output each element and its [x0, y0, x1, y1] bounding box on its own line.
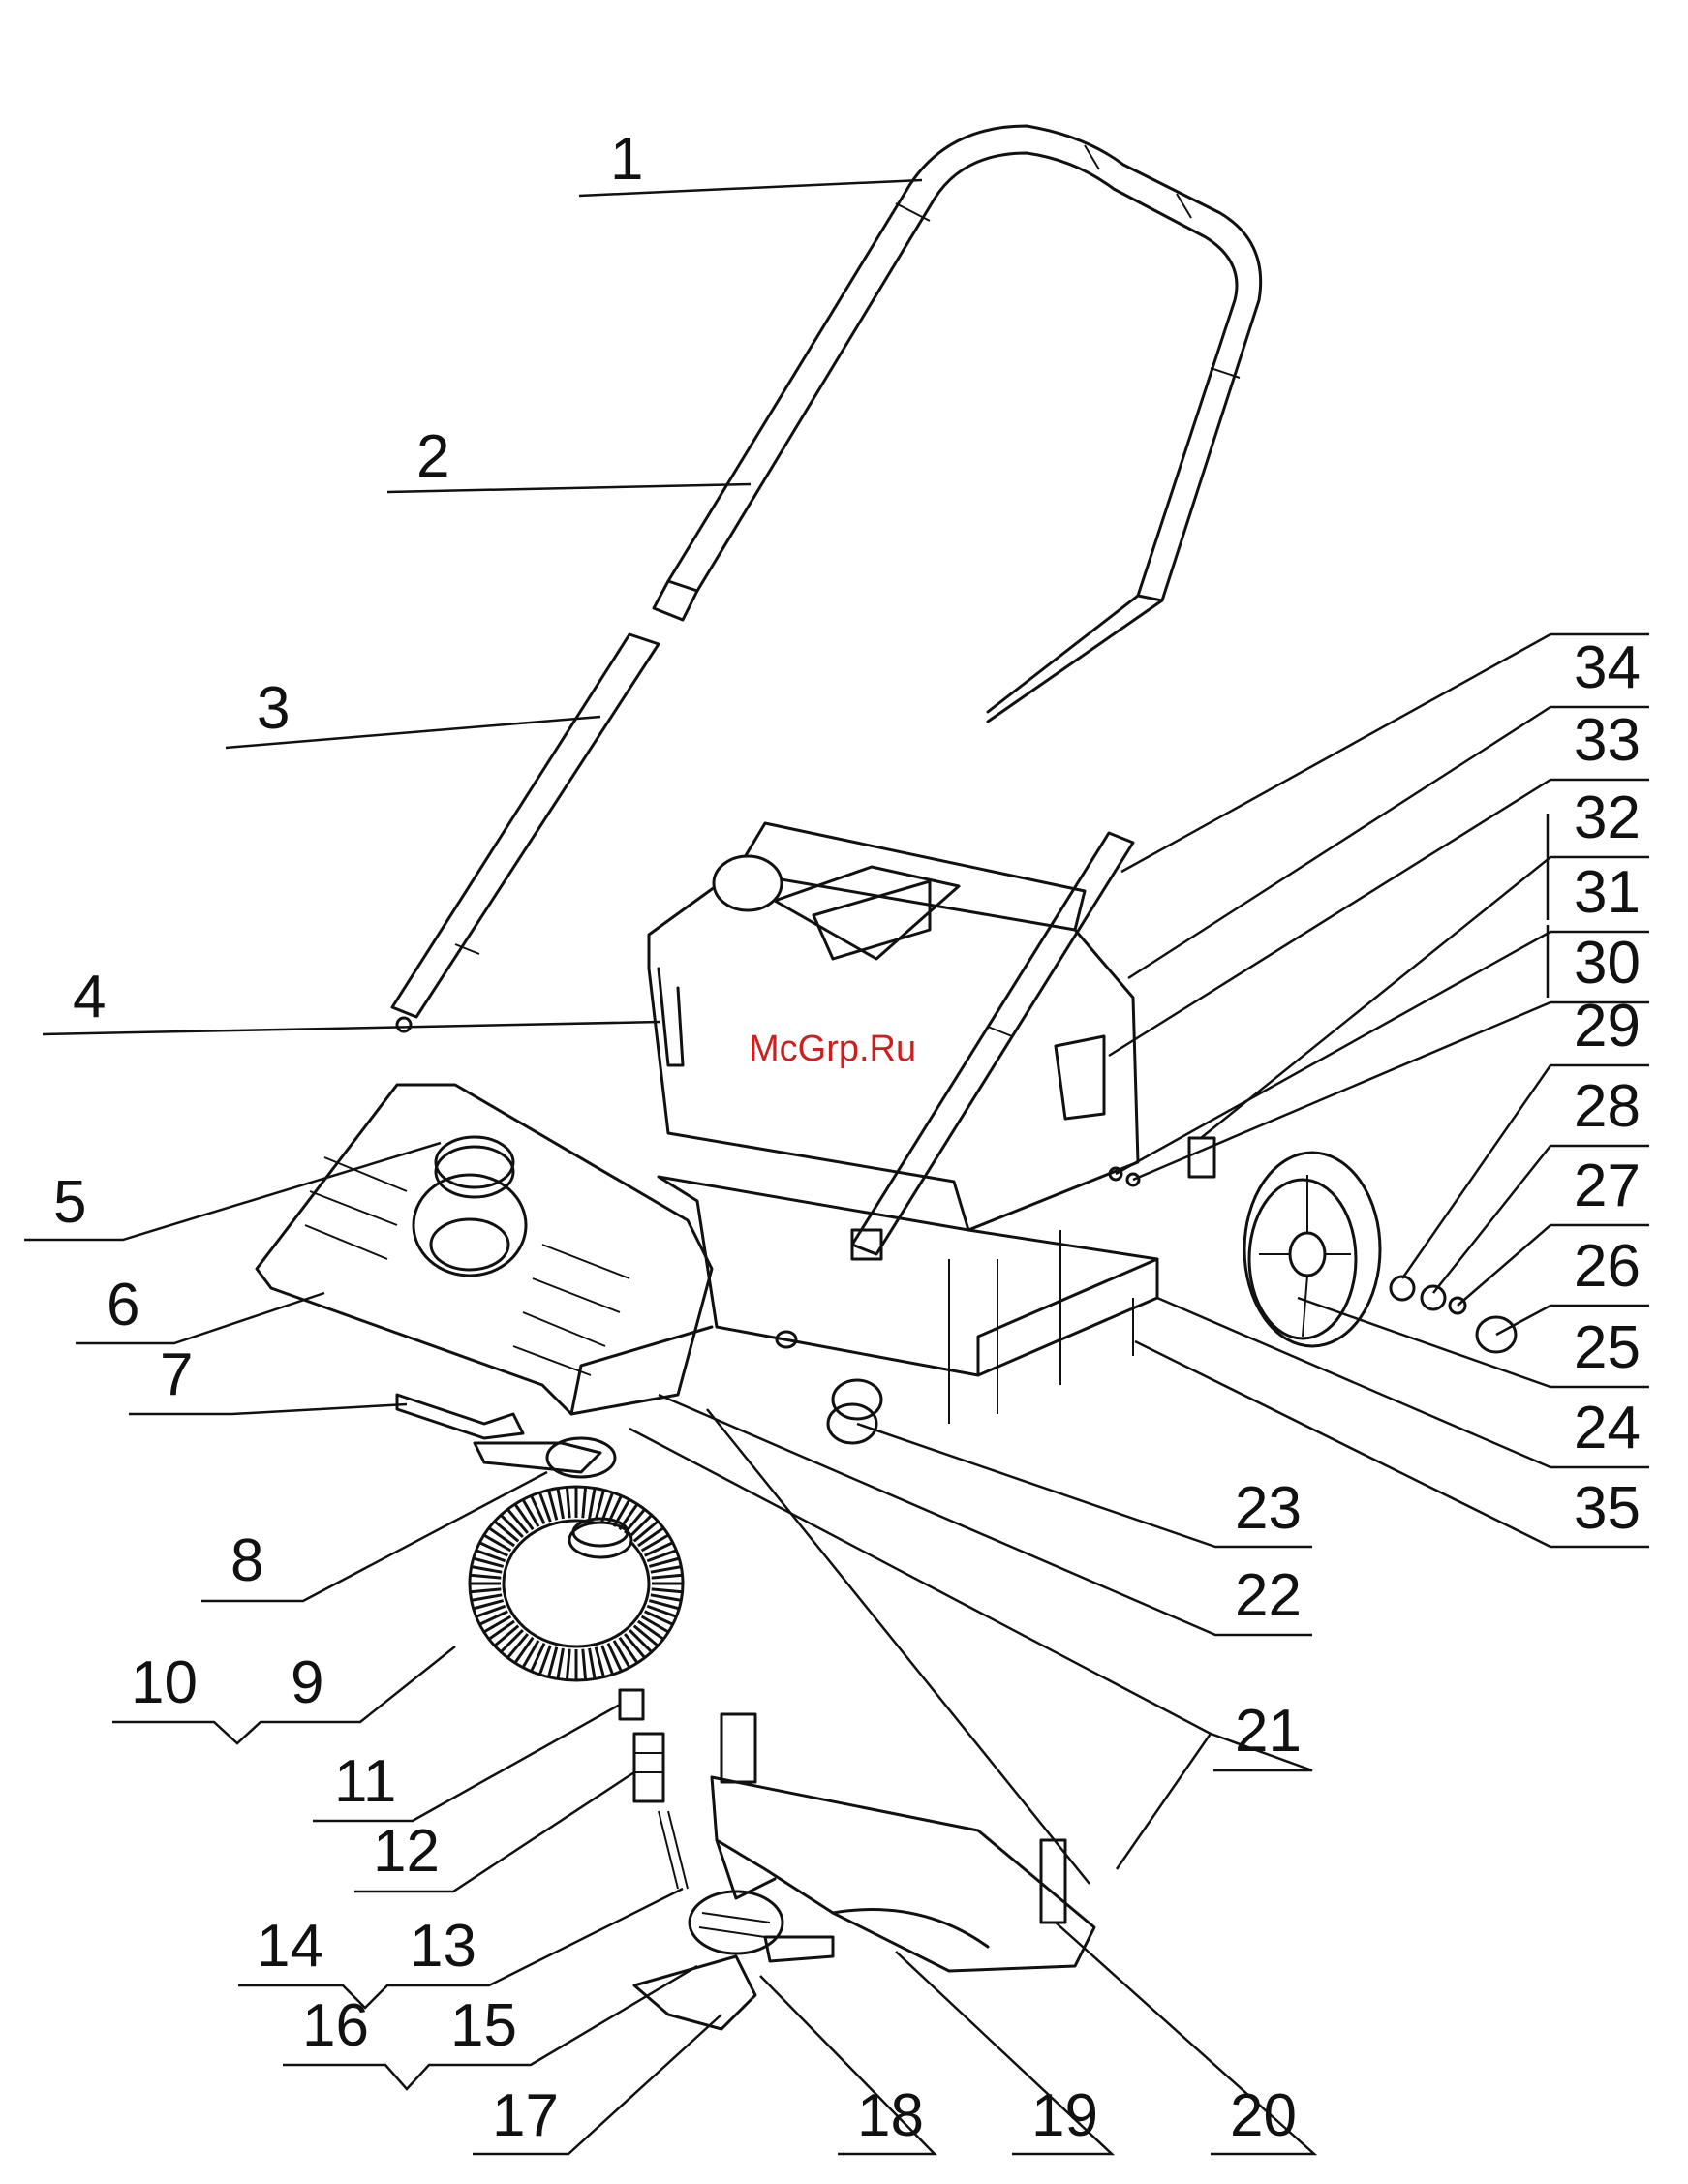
bristle: [567, 1649, 569, 1680]
bristle: [625, 1634, 645, 1658]
bristle: [567, 1487, 569, 1518]
bristle: [651, 1567, 682, 1573]
bristle: [515, 1504, 533, 1529]
bristle: [590, 1489, 596, 1520]
callout-19: 19: [1031, 2082, 1098, 2149]
bristle: [652, 1589, 683, 1592]
bristle: [549, 1647, 557, 1677]
callout-labels: 1 2 3 4 5 6 7 8 10 9 11 12 14 13 16 15 1…: [53, 126, 1641, 2149]
callout-14: 14: [257, 1913, 323, 1980]
bristle: [652, 1575, 683, 1578]
callout-1: 1: [610, 126, 643, 193]
bristle: [489, 1528, 514, 1546]
bristle: [625, 1509, 645, 1533]
callout-33: 33: [1574, 707, 1641, 774]
bristle: [642, 1535, 669, 1551]
bristle: [638, 1621, 663, 1639]
bristle: [507, 1634, 528, 1658]
callout-22: 22: [1235, 1562, 1302, 1629]
bristle: [596, 1490, 603, 1520]
part-dustpan-base: [712, 1714, 1094, 1971]
callout-27: 27: [1574, 1153, 1641, 1219]
callout-8: 8: [230, 1527, 263, 1594]
bristle: [651, 1595, 682, 1601]
bristle: [484, 1616, 511, 1632]
callout-5: 5: [53, 1169, 86, 1236]
callout-6: 6: [107, 1272, 139, 1338]
brush-bristles: [470, 1487, 683, 1680]
callout-11: 11: [334, 1748, 396, 1815]
part-wheel: [1244, 1153, 1380, 1346]
bristle: [549, 1490, 557, 1520]
leader-lines: [24, 180, 1649, 2154]
bristle: [629, 1515, 652, 1537]
part-middle-tube: [654, 581, 697, 620]
part-brush-shaft: [620, 1690, 688, 1889]
part-hub-hardware: [1110, 1138, 1516, 1352]
bristle: [583, 1487, 586, 1518]
callout-25: 25: [1574, 1314, 1641, 1381]
callout-3: 3: [257, 675, 290, 742]
bristle: [558, 1648, 564, 1679]
callout-35: 35: [1574, 1475, 1641, 1542]
bristle: [590, 1648, 596, 1679]
bristle: [484, 1535, 511, 1551]
callout-28: 28: [1574, 1073, 1641, 1140]
callout-4: 4: [73, 964, 106, 1030]
bristle: [470, 1575, 501, 1578]
part-side-brush: [470, 1487, 683, 1680]
watermark-text: McGrp.Ru: [749, 1029, 916, 1069]
callout-20: 20: [1230, 2082, 1297, 2149]
bristle: [629, 1630, 652, 1652]
bristle: [495, 1626, 519, 1646]
part-front-cover: [257, 1085, 712, 1414]
callout-31: 31: [1574, 859, 1641, 926]
bristle: [638, 1528, 663, 1546]
bristle: [558, 1489, 564, 1520]
part-brush-arm: [397, 1395, 615, 1477]
callout-16: 16: [302, 1992, 369, 2059]
part-scraper-roller: [634, 1892, 833, 2029]
bristle: [634, 1522, 659, 1542]
callout-23: 23: [1235, 1475, 1302, 1542]
bristle: [634, 1626, 659, 1646]
bristle: [620, 1638, 637, 1663]
callout-7: 7: [160, 1341, 193, 1408]
callout-34: 34: [1574, 634, 1641, 701]
callout-17: 17: [492, 2082, 559, 2149]
bristle: [507, 1509, 528, 1533]
bristle: [583, 1649, 586, 1680]
bristle: [620, 1504, 637, 1529]
callout-21: 21: [1235, 1698, 1302, 1765]
callout-13: 13: [410, 1913, 476, 1980]
bristle: [501, 1515, 523, 1537]
part-lower-tube-left: [392, 634, 659, 1031]
callout-12: 12: [373, 1818, 440, 1885]
bristle: [642, 1616, 669, 1632]
callout-32: 32: [1574, 784, 1641, 851]
part-chassis-tray: [659, 1177, 1157, 1424]
callout-2: 2: [416, 423, 449, 490]
bristle: [489, 1621, 514, 1639]
part-hopper-cover: [649, 823, 1138, 1230]
part-upper-handle: [668, 126, 1261, 722]
callout-24: 24: [1574, 1395, 1641, 1461]
callout-18: 18: [857, 2082, 924, 2149]
bristle: [501, 1630, 523, 1652]
callout-29: 29: [1574, 993, 1641, 1060]
bristle: [472, 1567, 503, 1573]
bristle: [596, 1647, 603, 1677]
callout-30: 30: [1574, 930, 1641, 997]
bristle: [470, 1589, 501, 1592]
bristle: [495, 1522, 519, 1542]
callout-9: 9: [291, 1649, 323, 1716]
callout-26: 26: [1574, 1233, 1641, 1300]
callout-10: 10: [131, 1649, 198, 1716]
callout-15: 15: [450, 1992, 517, 2059]
bristle: [515, 1638, 533, 1663]
bristle: [472, 1595, 503, 1601]
